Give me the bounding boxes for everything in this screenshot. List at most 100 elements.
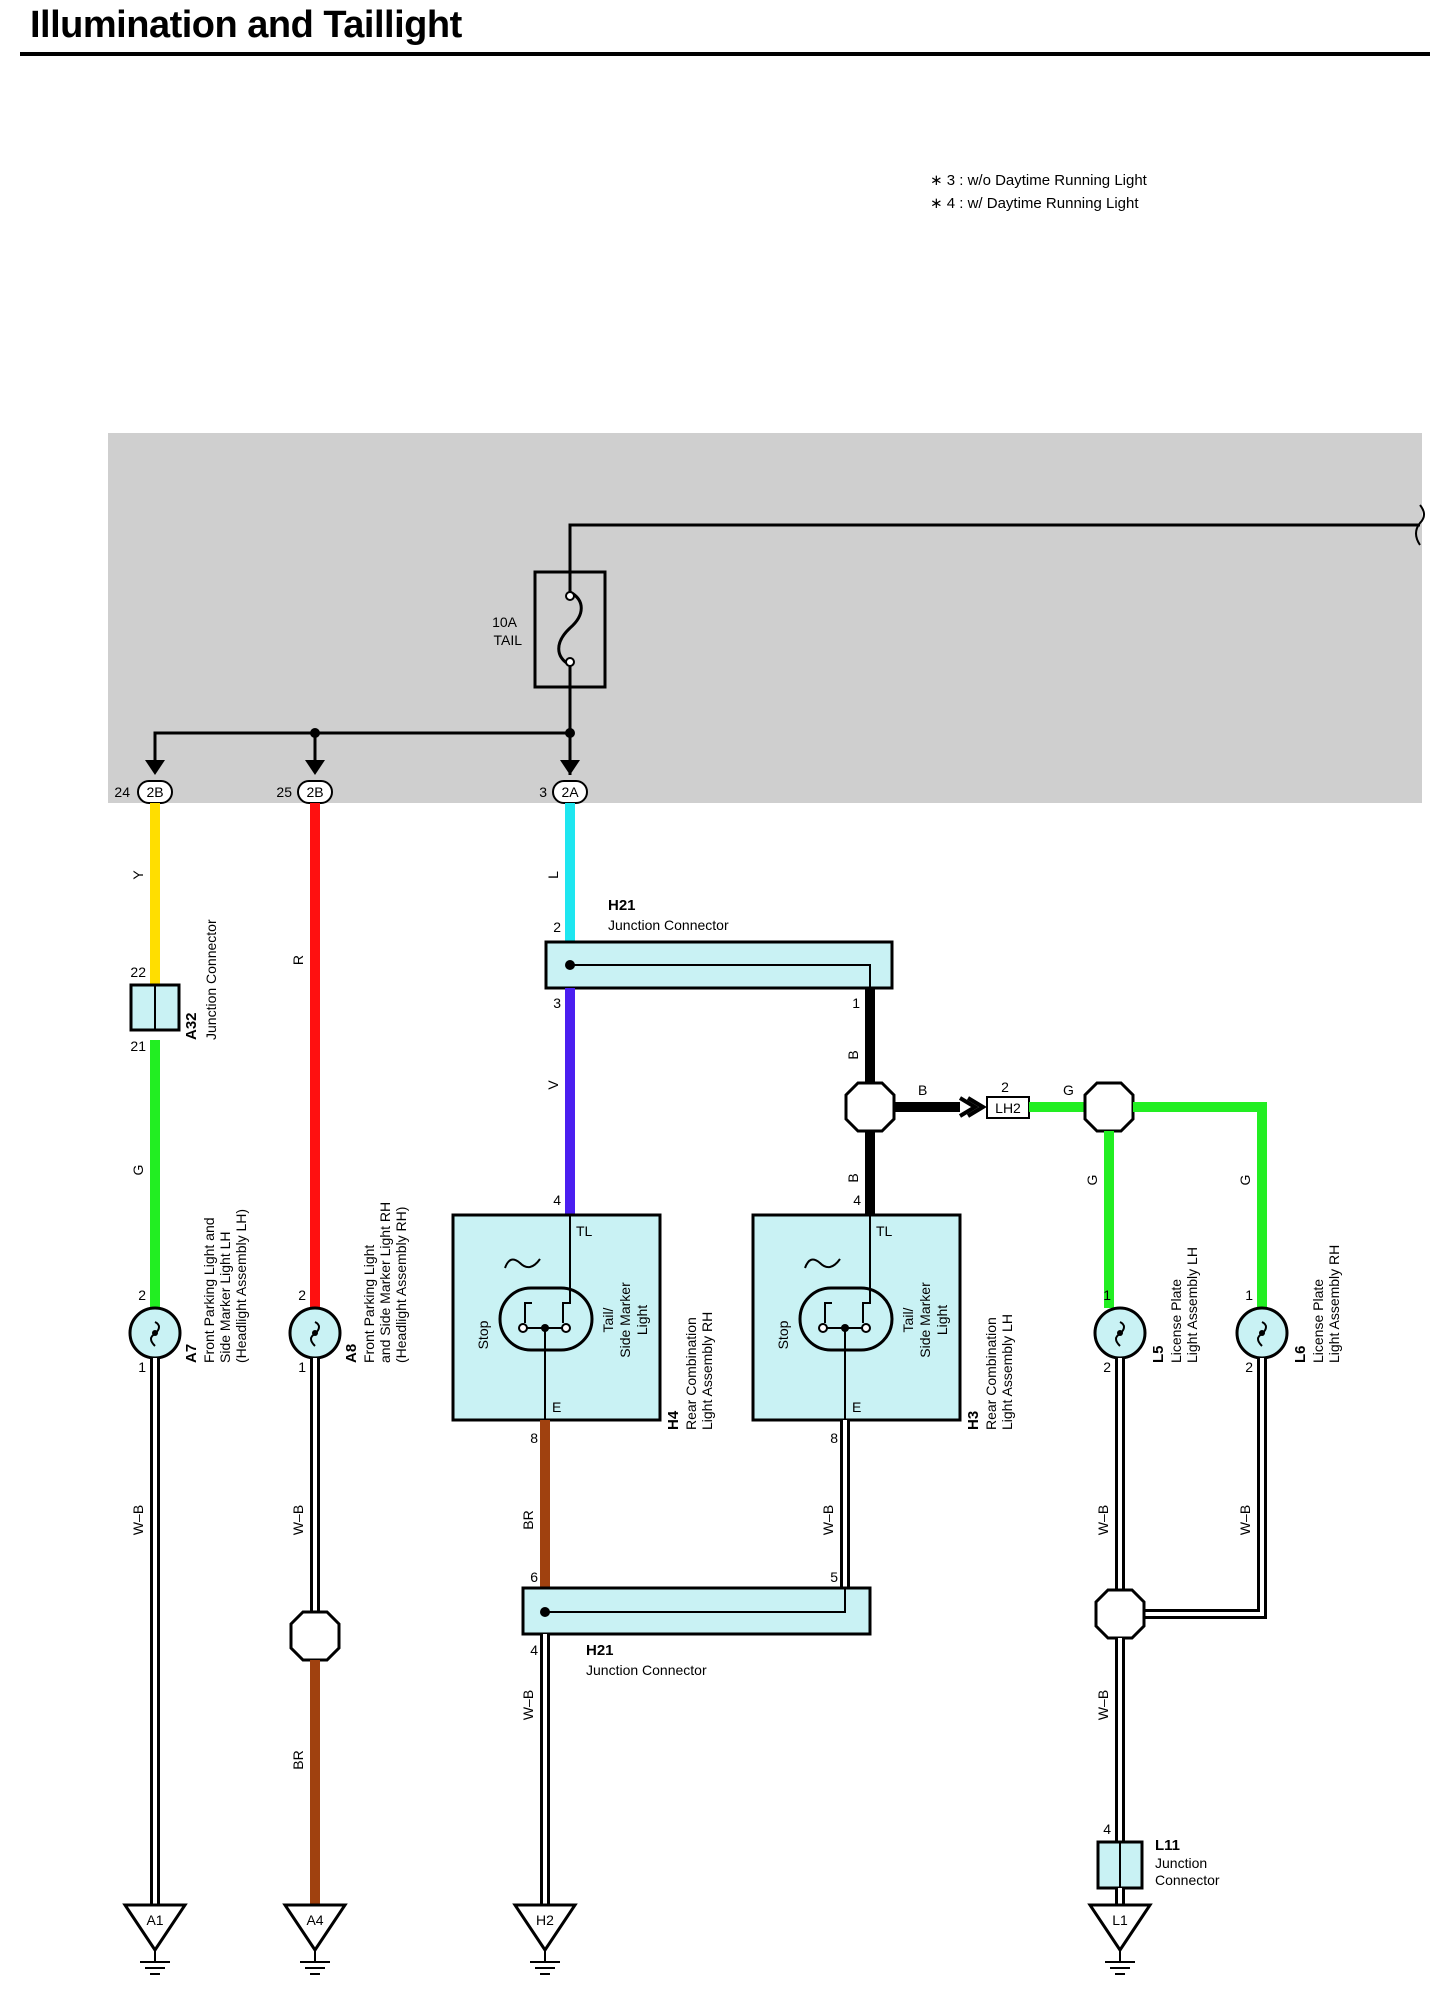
svg-text:3: 3 xyxy=(553,995,561,1011)
svg-text:4: 4 xyxy=(530,1642,538,1658)
svg-text:2: 2 xyxy=(298,1287,306,1303)
svg-text:Rear Combination: Rear Combination xyxy=(983,1317,999,1430)
svg-text:Stop: Stop xyxy=(475,1320,491,1349)
wire-l-label: L xyxy=(545,871,561,879)
svg-text:TL: TL xyxy=(576,1223,593,1239)
svg-text:21: 21 xyxy=(130,1038,146,1054)
fuse-name: TAIL xyxy=(493,632,522,648)
connector-lh2: LH2 2 xyxy=(986,1079,1030,1119)
svg-text:License Plate: License Plate xyxy=(1310,1279,1326,1363)
ground-a4: A4 xyxy=(282,1903,348,1975)
connector-2b-25: 2B 25 xyxy=(276,780,333,804)
splice-g xyxy=(1083,1081,1135,1133)
svg-text:Junction Connector: Junction Connector xyxy=(203,919,219,1040)
svg-text:3: 3 xyxy=(539,784,547,800)
h3-rear-combination-light-lh: TL E Stop Tail/ Side Marker Light 8 H3 R… xyxy=(751,1213,1015,1446)
svg-text:A4: A4 xyxy=(306,1912,323,1928)
svg-text:(Headlight Assembly RH): (Headlight Assembly RH) xyxy=(393,1207,409,1363)
connector-2a-3: 2A 3 xyxy=(539,780,588,804)
svg-text:H2: H2 xyxy=(536,1912,554,1928)
svg-text:8: 8 xyxy=(830,1430,838,1446)
connector-arrows xyxy=(145,760,580,775)
svg-text:2: 2 xyxy=(1001,1079,1009,1095)
svg-text:8: 8 xyxy=(530,1430,538,1446)
svg-text:Tail/: Tail/ xyxy=(900,1307,916,1332)
svg-text:4: 4 xyxy=(553,1192,561,1208)
wire-wb-l6-label: W–B xyxy=(1237,1505,1253,1535)
ground-h2: H2 xyxy=(512,1903,578,1975)
svg-text:Light Assembly LH: Light Assembly LH xyxy=(1184,1247,1200,1363)
svg-text:and Side Marker Light RH: and Side Marker Light RH xyxy=(377,1202,393,1363)
svg-text:Junction: Junction xyxy=(1155,1855,1207,1871)
fuse: 10A TAIL xyxy=(492,570,607,689)
svg-text:Front Parking Light and: Front Parking Light and xyxy=(201,1217,217,1363)
wire-g-label: G xyxy=(130,1165,146,1176)
svg-text:Light: Light xyxy=(634,1305,650,1335)
svg-text:2: 2 xyxy=(1245,1359,1253,1375)
wire-wb-h3-label: W–B xyxy=(820,1505,836,1535)
splice-b xyxy=(844,1081,896,1133)
wire-wb-l6 xyxy=(1144,1358,1267,1619)
svg-text:2: 2 xyxy=(553,919,561,935)
svg-text:L1: L1 xyxy=(1112,1912,1128,1928)
connector-2b-24: 2B 24 xyxy=(114,780,173,804)
wire-wb-a8-label: W–B xyxy=(290,1505,306,1535)
svg-text:Light Assembly RH: Light Assembly RH xyxy=(699,1312,715,1430)
svg-text:Light Assembly LH: Light Assembly LH xyxy=(999,1314,1015,1430)
wire-g-lh2-label: G xyxy=(1063,1082,1074,1098)
svg-text:TL: TL xyxy=(876,1223,893,1239)
svg-text:E: E xyxy=(852,1399,861,1415)
svg-text:1: 1 xyxy=(1245,1287,1253,1303)
l5-license-plate-light-lh: 1 2 L5 License Plate Light Assembly LH xyxy=(1093,1247,1200,1375)
svg-text:Front Parking Light: Front Parking Light xyxy=(361,1245,377,1363)
a32-junction-connector: 22 21 A32 Junction Connector xyxy=(129,919,219,1054)
svg-text:L11: L11 xyxy=(1155,1837,1180,1854)
svg-text:25: 25 xyxy=(276,784,292,800)
svg-text:Side Marker: Side Marker xyxy=(617,1282,633,1358)
h21-bottom-junction-connector: 6 5 4 H21 Junction Connector xyxy=(521,1569,872,1678)
l11-junction-connector: 4 L11 Junction Connector xyxy=(1096,1821,1220,1890)
wire-b3-label: B xyxy=(845,1173,861,1182)
svg-text:Light Assembly RH: Light Assembly RH xyxy=(1326,1245,1342,1363)
svg-text:1: 1 xyxy=(1103,1287,1111,1303)
svg-text:Connector: Connector xyxy=(1155,1872,1220,1888)
wire-br-h4-label: BR xyxy=(520,1510,536,1529)
wire-g-l5-label: G xyxy=(1084,1175,1100,1186)
svg-text:4: 4 xyxy=(1103,1821,1111,1837)
svg-text:Rear Combination: Rear Combination xyxy=(683,1317,699,1430)
wire-r-label: R xyxy=(290,955,306,965)
svg-text:L6: L6 xyxy=(1292,1345,1309,1363)
wire-b1-label: B xyxy=(845,1050,861,1059)
h21-top-junction-connector: 2 3 1 H21 Junction Connector xyxy=(544,897,894,1011)
wire-wb-h21-label: W–B xyxy=(520,1690,536,1720)
svg-text:22: 22 xyxy=(130,964,146,980)
a8-bulb: 2 1 A8 Front Parking Light and Side Mark… xyxy=(288,1202,409,1375)
wire-g-l6 xyxy=(1133,1102,1267,1308)
page-title: Illumination and Taillight xyxy=(30,4,462,46)
svg-text:1: 1 xyxy=(852,995,860,1011)
h4-rear-combination-light-rh: 4 TL E Stop Tail/ Side Marker Light 8 H4… xyxy=(451,1192,715,1446)
svg-text:(Headlight Assembly LH): (Headlight Assembly LH) xyxy=(233,1209,249,1363)
svg-text:4: 4 xyxy=(853,1192,861,1208)
wire-wb-l11-label: W–B xyxy=(1095,1690,1111,1720)
wire-wb-a7-label: W–B xyxy=(130,1505,146,1535)
bus-line xyxy=(153,687,572,760)
svg-text:A32: A32 xyxy=(183,1012,200,1040)
svg-text:24: 24 xyxy=(114,784,130,800)
svg-text:LH2: LH2 xyxy=(995,1100,1021,1116)
splice-a8 xyxy=(289,1610,341,1662)
ground-l1: L1 xyxy=(1087,1903,1153,1975)
svg-text:Junction Connector: Junction Connector xyxy=(608,917,729,933)
wire-b2-label: B xyxy=(918,1082,927,1098)
svg-text:2B: 2B xyxy=(306,784,323,800)
ground-a1: A1 xyxy=(122,1903,188,1975)
svg-text:H21: H21 xyxy=(586,1642,614,1659)
wire-br-a8-label: BR xyxy=(290,1750,306,1769)
svg-text:2A: 2A xyxy=(561,784,579,800)
title-rule xyxy=(20,52,1430,56)
lh2-arrow xyxy=(958,1096,987,1118)
note-3: ∗ 3 : w/o Daytime Running Light xyxy=(930,172,1148,189)
fuse-rating: 10A xyxy=(492,614,518,630)
wire-y-label: Y xyxy=(130,870,146,880)
